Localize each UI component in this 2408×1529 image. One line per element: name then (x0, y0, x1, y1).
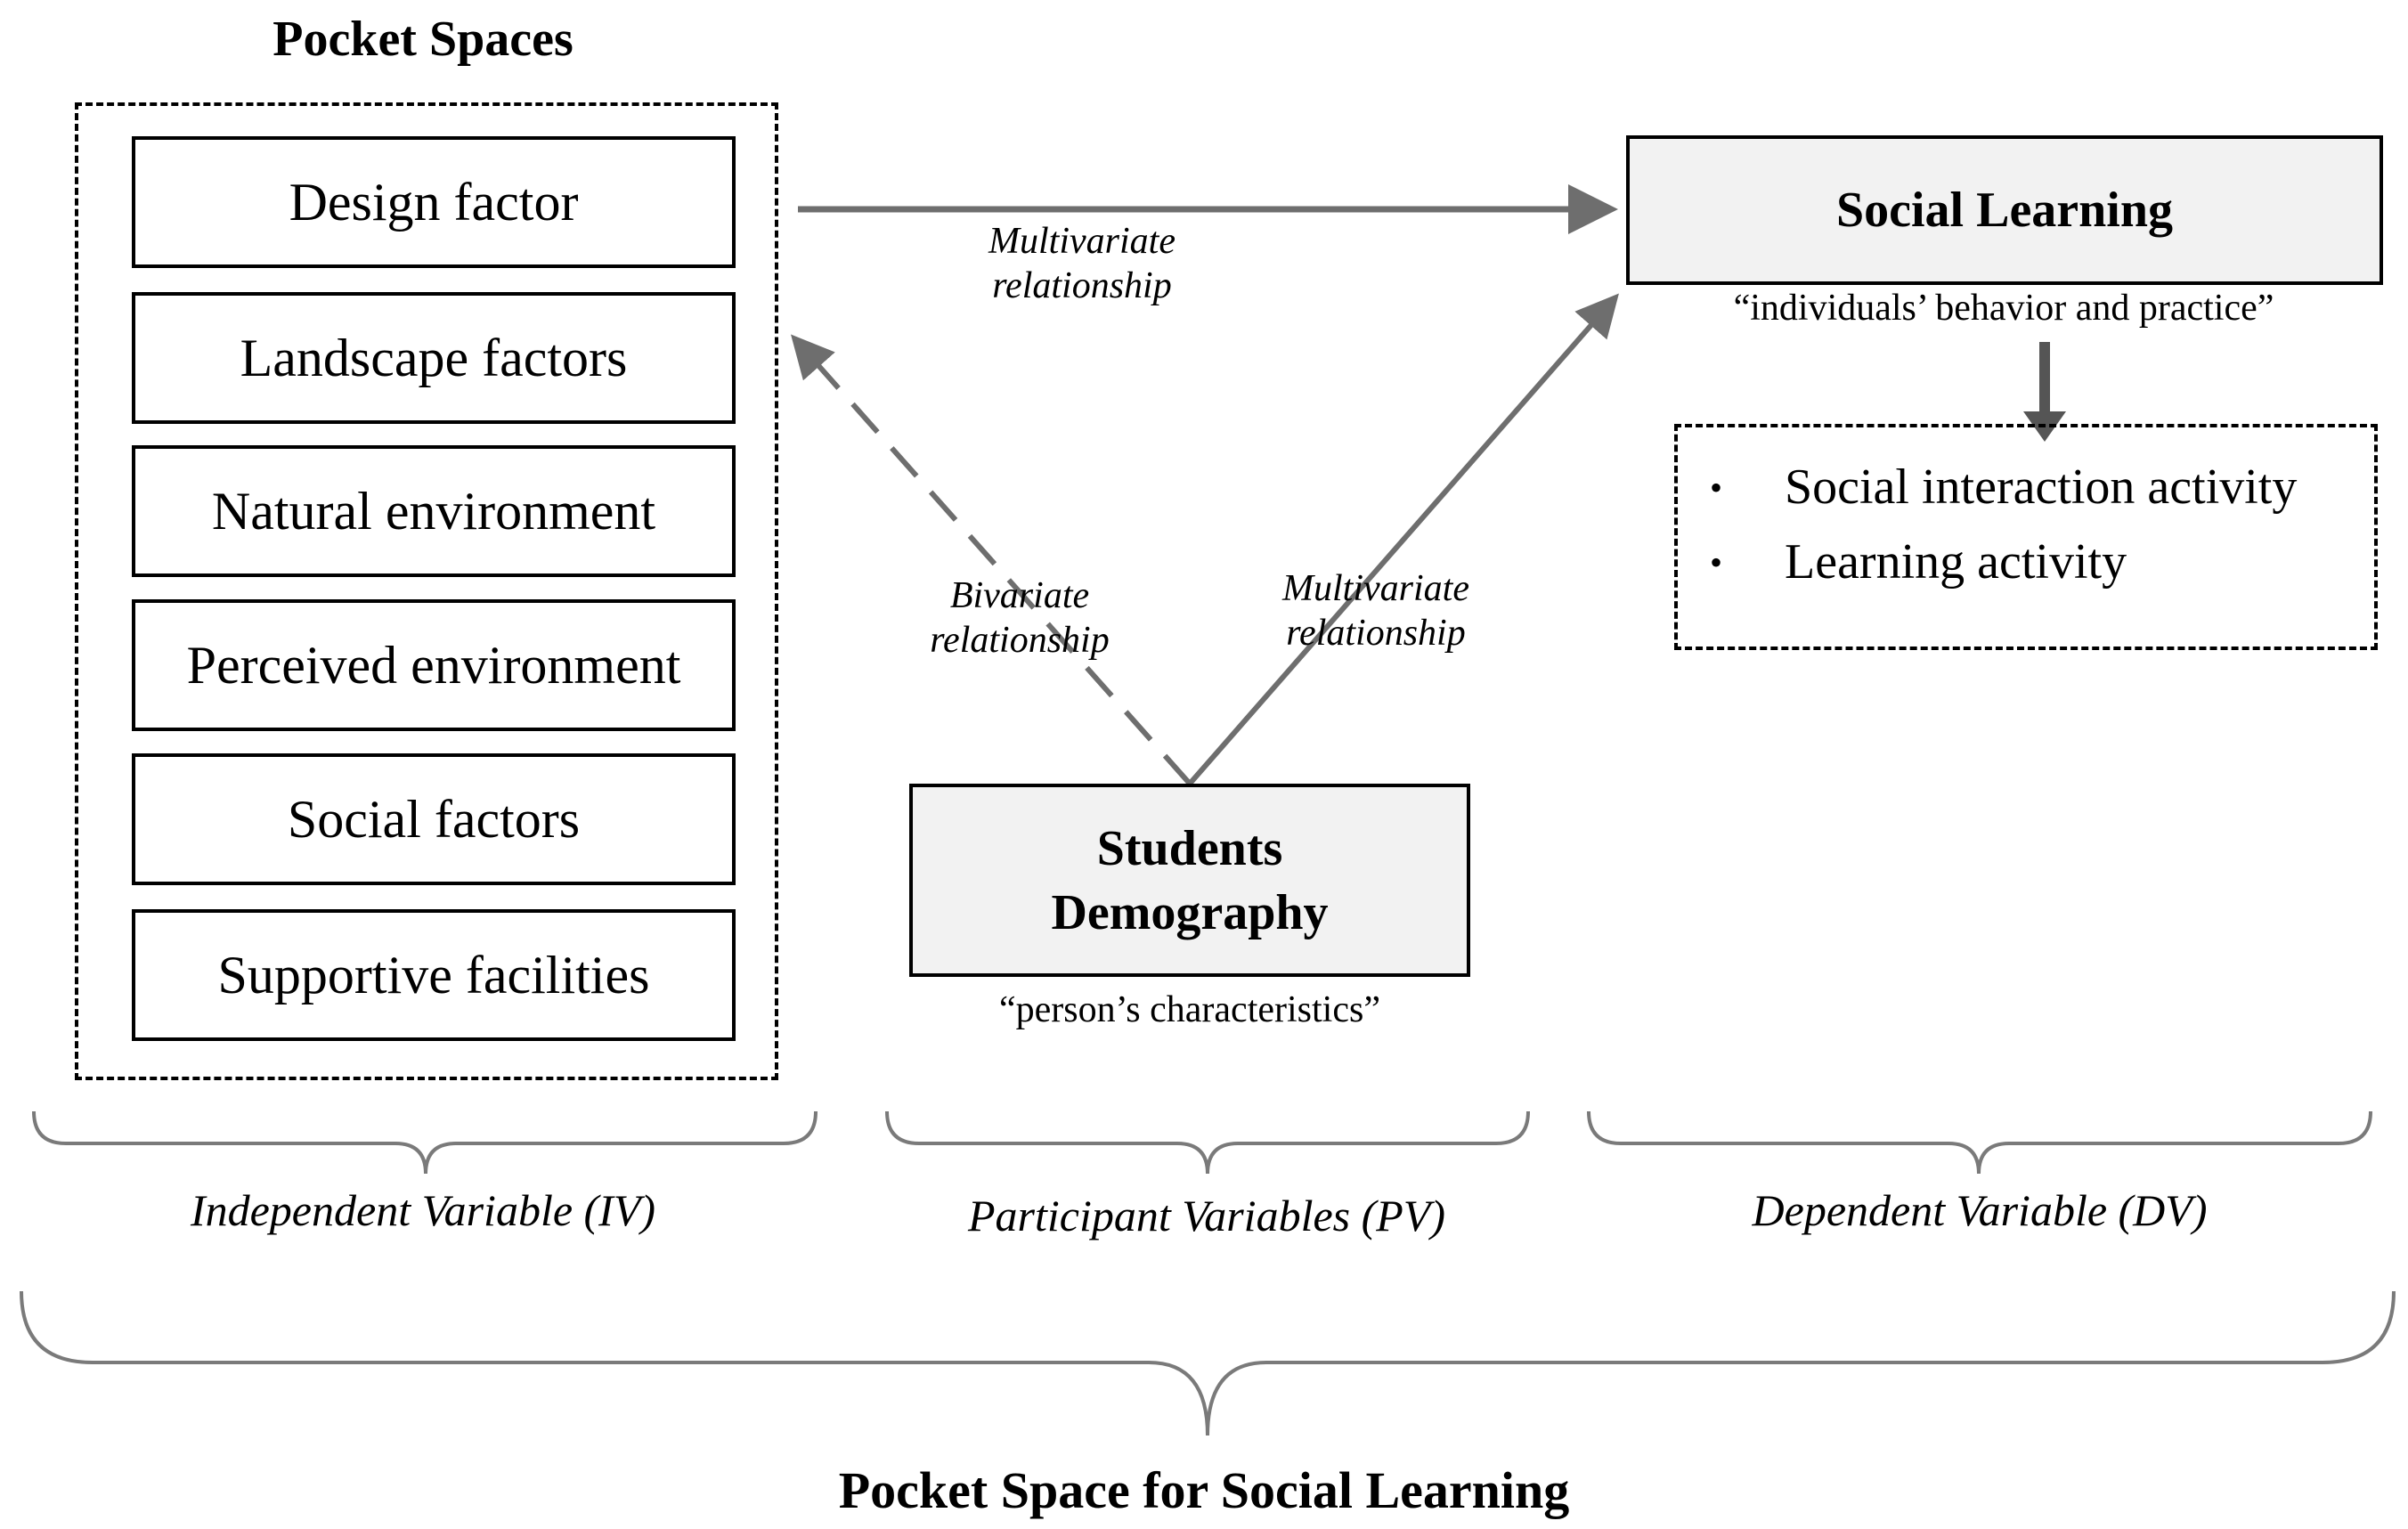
relationship-label-line: relationship (1286, 613, 1466, 654)
bullet: • (1710, 541, 1723, 582)
factor-landscape: Landscape factors (132, 292, 736, 424)
relationship-label-line: Multivariate (988, 221, 1176, 262)
students-demography-box: Students Demography (909, 784, 1470, 977)
factor-natural-environment: Natural environment (132, 445, 736, 577)
relationship-label-line: Multivariate (1282, 568, 1469, 609)
relationship-label-line: relationship (992, 265, 1172, 306)
brace-overall (20, 1290, 2396, 1436)
factor-design: Design factor (132, 136, 736, 268)
bullet: • (1710, 467, 1723, 508)
activities-group (1674, 424, 2378, 650)
relationship-label-bivariate: Bivariate relationship (891, 573, 1149, 663)
students-demography-line2: Demography (1051, 884, 1329, 940)
students-demography-quote: “person’s characteristics” (999, 989, 1380, 1030)
factor-perceived-environment: Perceived environment (132, 599, 736, 731)
factor-social: Social factors (132, 753, 736, 885)
activity-item: • Social interaction activity (1710, 459, 2297, 516)
arrow-pv-to-iv-dashed (791, 334, 1192, 785)
independent-variable-group (75, 102, 778, 1080)
activity-label: Learning activity (1785, 534, 2127, 590)
arrow-pv-to-dv (1187, 293, 1619, 785)
social-learning-quote: “individuals’ behavior and practice” (1733, 288, 2274, 329)
students-demography-line1: Students (1096, 820, 1283, 876)
category-label-dv: Dependent Variable (DV) (1752, 1185, 2208, 1235)
brace-dv (1587, 1110, 2372, 1175)
relationship-label-multivariate: Multivariate relationship (1238, 566, 1514, 655)
brace-pv (885, 1110, 1530, 1175)
brace-iv (32, 1110, 818, 1175)
relationship-label-top: Multivariate relationship (944, 219, 1220, 308)
social-learning-title: Social Learning (1835, 183, 2174, 238)
social-learning-box: Social Learning (1626, 135, 2383, 285)
factor-supportive-facilities: Supportive facilities (132, 909, 736, 1041)
overall-title: Pocket Space for Social Learning (838, 1461, 1570, 1519)
category-label-pv: Participant Variables (PV) (967, 1191, 1446, 1240)
category-label-iv: Independent Variable (IV) (190, 1185, 656, 1235)
pocket-spaces-title: Pocket Spaces (273, 12, 574, 67)
relationship-label-line: relationship (930, 620, 1110, 661)
relationship-label-line: Bivariate (949, 575, 1090, 616)
activity-label: Social interaction activity (1785, 460, 2298, 515)
activity-item: • Learning activity (1710, 533, 2127, 590)
